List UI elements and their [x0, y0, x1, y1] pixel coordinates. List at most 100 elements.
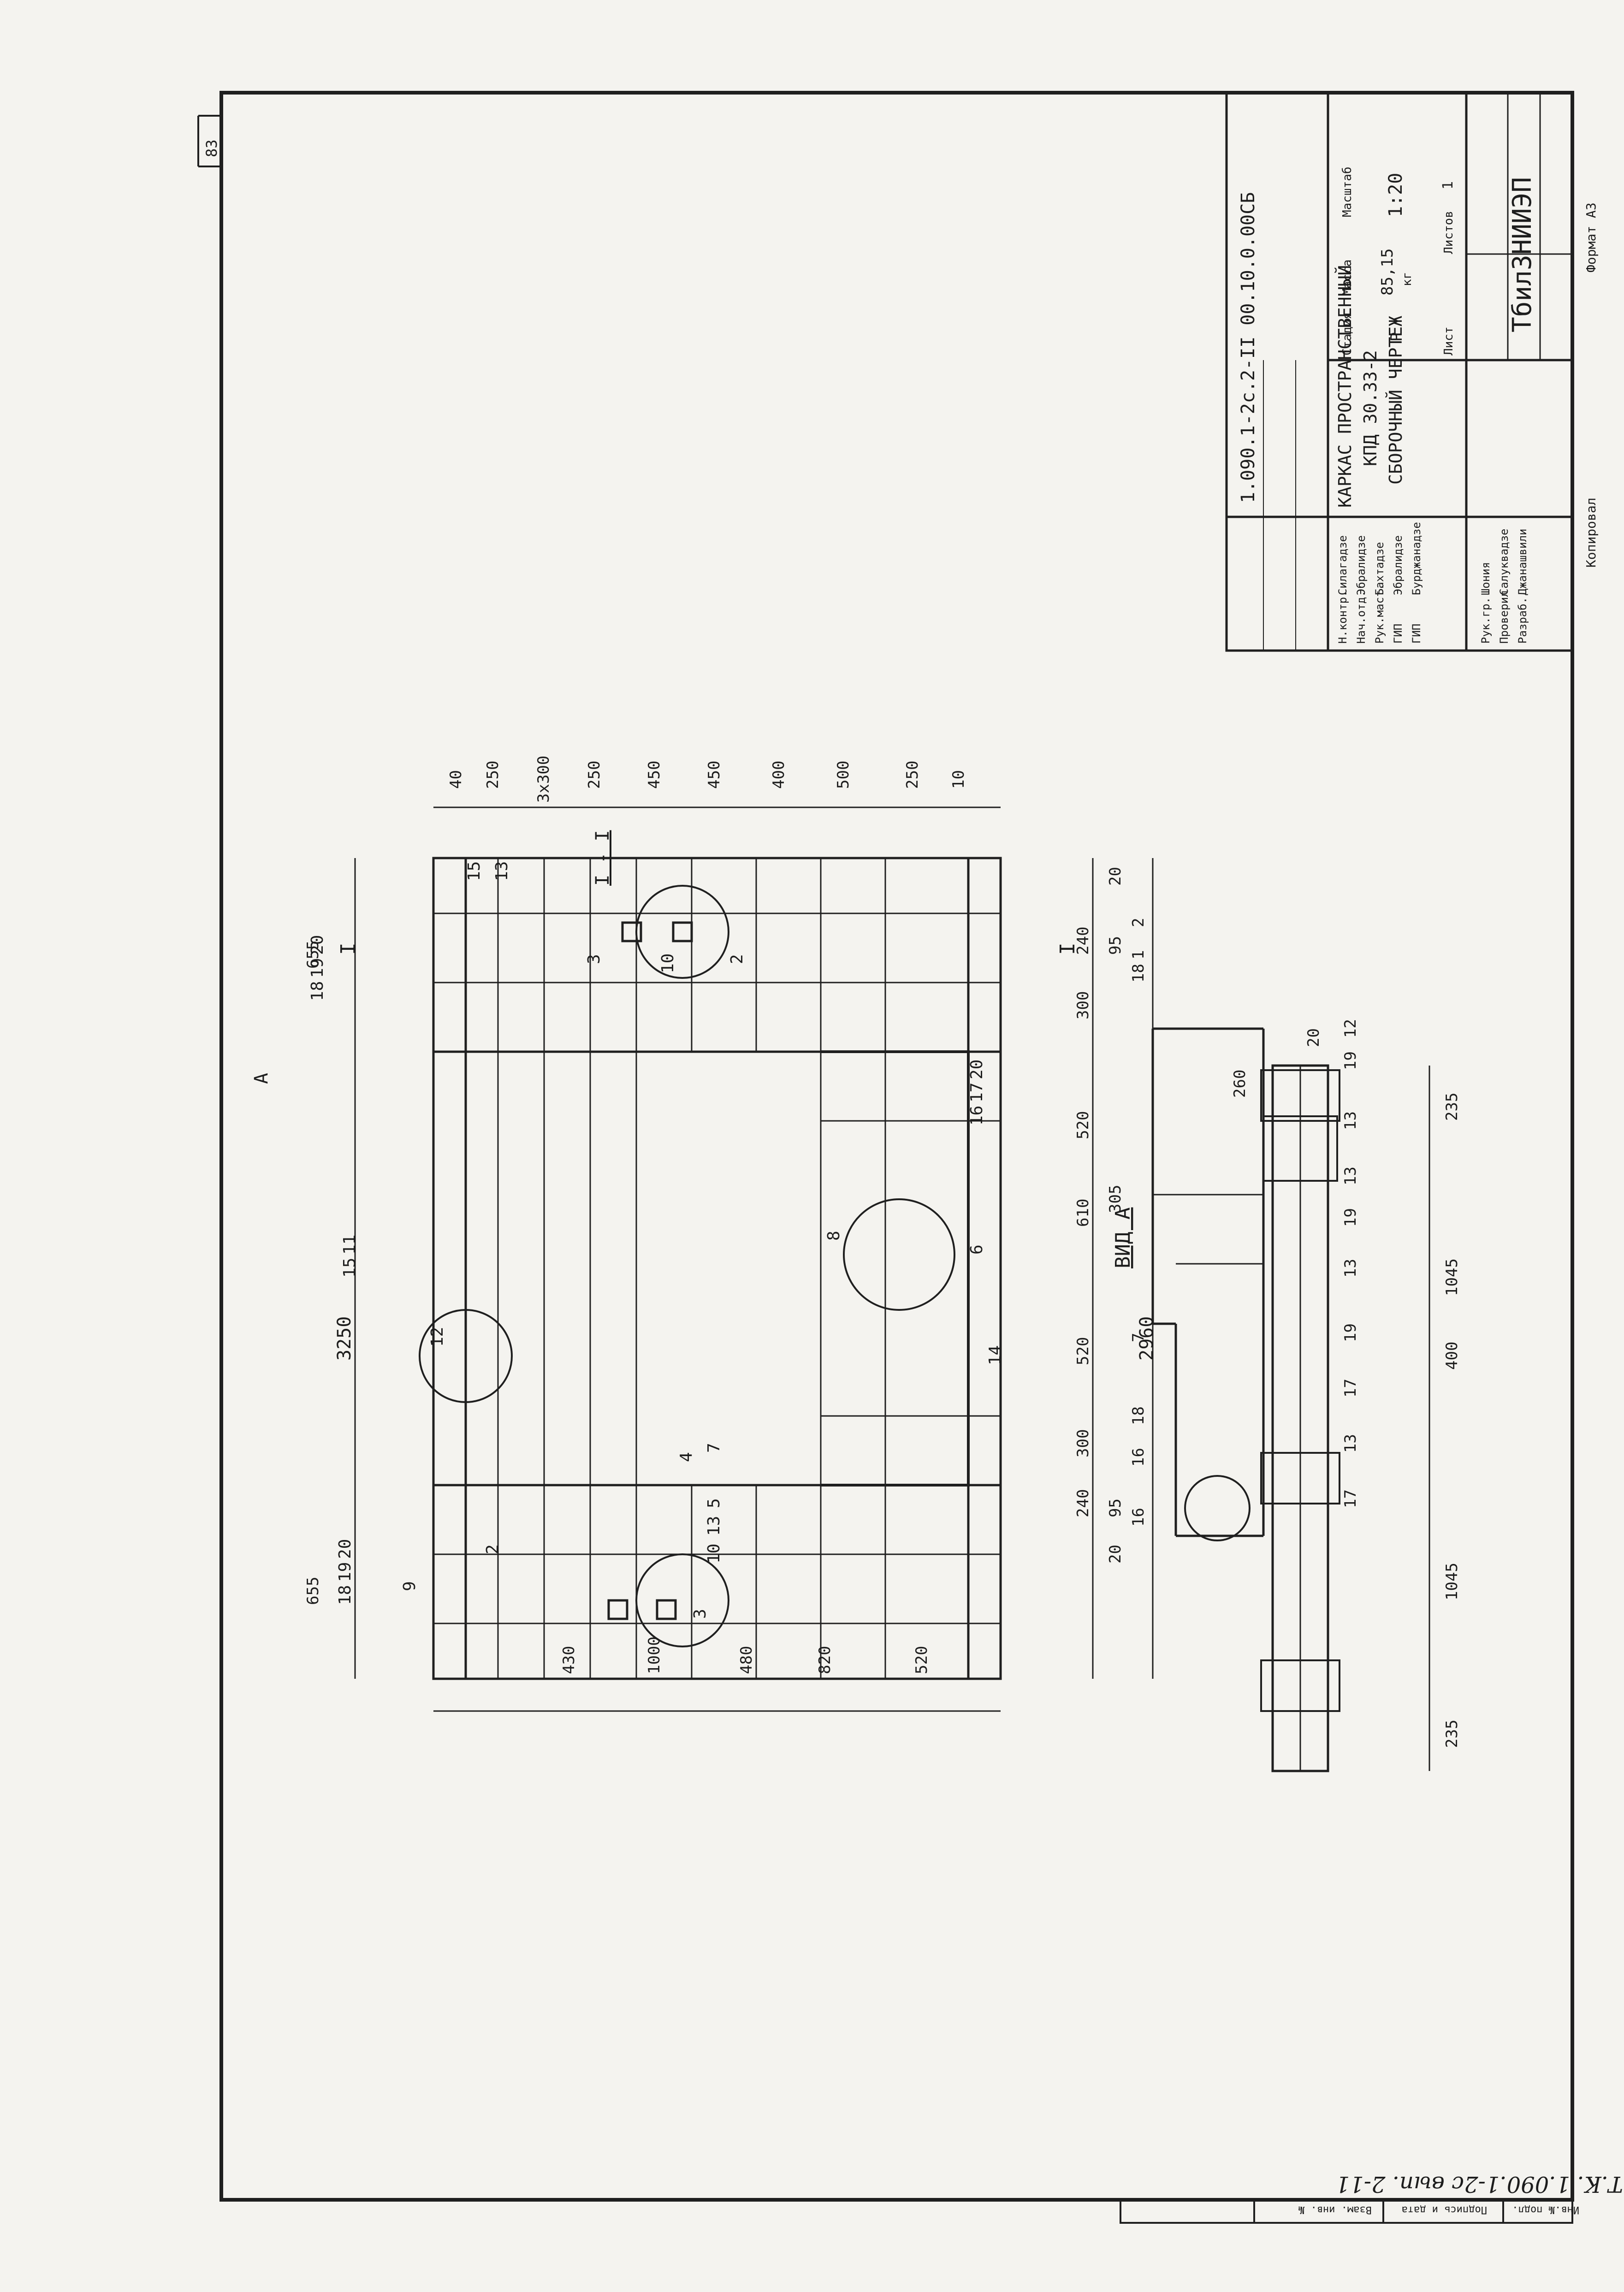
mark-18b: 18 [308, 981, 327, 1001]
tb-name-7b: Джанашвили [1516, 529, 1529, 596]
dim-bottom-1: 240 [1074, 1489, 1092, 1517]
mark-4a: 4 [677, 1452, 696, 1462]
sec-mark-16a: 16 [1129, 1448, 1148, 1467]
side-stamp-lines [1120, 2199, 1573, 2224]
sec-mark-20: 20 [1304, 1028, 1323, 1047]
dim-655-left: 655 [304, 1577, 322, 1605]
view-arrow-label: А [251, 1073, 272, 1084]
mark-18a: 18 [336, 1585, 355, 1605]
mark-3a: 3 [691, 1609, 710, 1619]
dim-top-6: 400 [770, 761, 788, 789]
sec-mark-16b: 16 [1129, 1508, 1148, 1527]
mark-17: 17 [967, 1083, 986, 1102]
dim-left-4: 520 [913, 1646, 931, 1674]
inventory-note: Т.К. 1.090.1-2с вып. 2-11 [1336, 2171, 1623, 2197]
dim-left-1: 1000 [645, 1636, 664, 1674]
tb-role-5: Рук.гр. [1479, 597, 1492, 644]
dim-left-3: 820 [816, 1646, 834, 1674]
page-number: 83 [203, 139, 220, 157]
dim-top-5: 450 [705, 761, 723, 789]
dim-top-4: 450 [645, 761, 664, 789]
tb-col-stage: Стадия [1340, 312, 1354, 355]
tb-role-2: Рук.маст. [1373, 584, 1386, 644]
dim-bottom-6: 305 [1106, 1185, 1125, 1213]
mark-15b: 15 [465, 861, 484, 881]
mark-2a: 2 [483, 1544, 502, 1554]
dim-bottom-10: 95 [1106, 936, 1125, 955]
mark-6: 6 [967, 1244, 986, 1255]
stamp-col1: Инв.№ подл. [1512, 2204, 1579, 2215]
sec-mark-13d: 13 [1341, 1434, 1360, 1453]
dim-bottom-4: 520 [1074, 1337, 1092, 1365]
section-mark-top: I [337, 943, 360, 955]
dim-bottom-8: 300 [1074, 991, 1092, 1019]
section-title: I - I [592, 830, 613, 886]
mark-13b: 13 [492, 861, 511, 881]
section-view [1151, 1027, 1265, 1541]
view-title: ВИД А [1111, 1208, 1135, 1268]
sec-mark-17a: 17 [1341, 1379, 1360, 1398]
dim-left-2: 480 [737, 1646, 756, 1674]
sec-mark-13a: 13 [1341, 1111, 1360, 1130]
dim-bottom-7: 520 [1074, 1111, 1092, 1139]
mark-20a: 20 [967, 1060, 986, 1079]
sec-mark-19b: 19 [1341, 1208, 1360, 1227]
mark-16: 16 [967, 1106, 986, 1125]
mark-14: 14 [986, 1345, 1005, 1365]
tb-name-6b: Салуквадзе [1498, 529, 1511, 596]
tb-name-3b: Эбралидзе [1392, 535, 1405, 595]
tb-name-5b: Шония [1479, 562, 1492, 595]
sec-mark-13b: 13 [1341, 1167, 1360, 1185]
tb-name-0: Силагадзе [1336, 535, 1349, 595]
stamp-col2: Подпись и дата [1402, 2204, 1487, 2215]
tb-name-4b: Бурджанадзе [1410, 522, 1423, 595]
view-dim-4: 235 [1443, 1093, 1461, 1121]
dim-bottom-2: 95 [1106, 1498, 1125, 1517]
mark-19a: 19 [336, 1562, 355, 1582]
tb-sheet-label: Лист [1442, 326, 1456, 355]
plan-view [419, 857, 1002, 1680]
dim-top-9: 10 [949, 770, 968, 789]
sec-mark-17b: 17 [1341, 1489, 1360, 1508]
dim-top-1: 250 [484, 761, 502, 789]
tb-sheets-value: 1 [1440, 181, 1456, 190]
tb-sheets-label: Листов [1442, 211, 1456, 254]
dim-bottom-9: 240 [1074, 927, 1092, 955]
dim-top-2: 3х300 [534, 756, 553, 803]
dim-top-3: 250 [585, 761, 604, 789]
plan-overall-bottom: 2960 [1136, 1316, 1157, 1361]
sec-mark-18b: 18 [1129, 1406, 1148, 1425]
tb-name-2b: Бахтадзе [1373, 542, 1386, 595]
dim-left-0: 430 [560, 1646, 578, 1674]
tb-scale: 1:20 [1385, 173, 1406, 217]
tb-stage: Р [1387, 332, 1406, 342]
format-label: Формат А3 [1583, 202, 1599, 272]
mark-11: 11 [340, 1235, 359, 1255]
sec-mark-19a: 19 [1341, 1051, 1360, 1070]
sec-mark-7: 7 [1129, 1333, 1148, 1342]
dim-bottom-11: 20 [1106, 867, 1125, 886]
sec-mark-1: 1 [1129, 950, 1148, 959]
mark-5a: 5 [705, 1498, 723, 1508]
view-dim-3: 1045 [1443, 1258, 1461, 1296]
tb-name-1b: Эбралидзе [1355, 535, 1368, 595]
mark-3b: 3 [585, 954, 604, 964]
mark-13a: 13 [705, 1516, 723, 1536]
view-dim-260: 260 [1231, 1070, 1249, 1098]
tb-role-7: Разраб. [1516, 597, 1529, 644]
tb-designation: 1.090.1-2с.2-II 00.10.0.00СБ [1238, 192, 1259, 503]
view-dim-1: 1045 [1443, 1563, 1461, 1600]
tb-role-0: Н.контр. [1336, 590, 1349, 644]
mark-2b: 2 [728, 954, 747, 964]
view-dim-2: 400 [1443, 1342, 1461, 1370]
tb-mass: 85,15 [1378, 249, 1397, 296]
mark-9a: 9 [400, 1581, 419, 1591]
tb-col-scale: Масштаб [1340, 166, 1354, 217]
sec-mark-18: 18 [1129, 964, 1148, 983]
mark-10b: 10 [658, 954, 677, 973]
copied-label: Копировал [1583, 497, 1599, 568]
